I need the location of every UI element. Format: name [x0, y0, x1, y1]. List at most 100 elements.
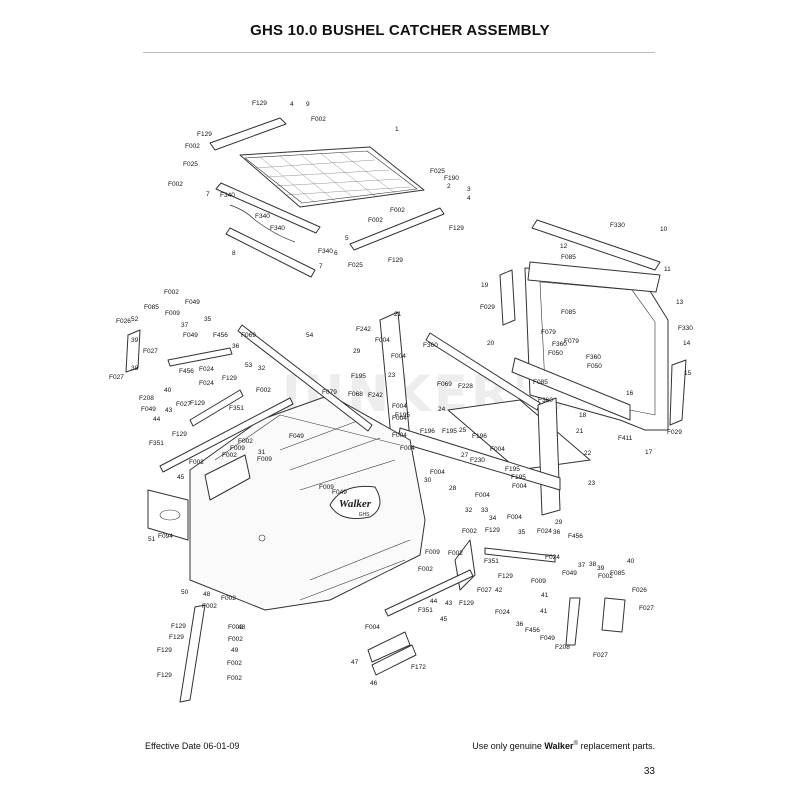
part-callout: F049 [562, 570, 577, 577]
notice-suffix: replacement parts. [577, 741, 655, 751]
rubber-flap [527, 261, 661, 293]
part-callout: F002 [222, 452, 237, 459]
part-callout: 12 [560, 243, 568, 250]
part-callout: 36 [232, 343, 240, 350]
part-callout: F129 [169, 634, 184, 641]
part-callout: F002 [221, 595, 236, 602]
part-callout: F330 [678, 325, 693, 332]
part-callout: 37 [181, 322, 189, 329]
part-callout: 28 [449, 485, 457, 492]
part-callout: 43 [165, 407, 173, 414]
part-callout: F027 [593, 652, 608, 659]
post-right [537, 397, 561, 516]
part-callout: 15 [684, 370, 692, 377]
part-callout: F027 [477, 587, 492, 594]
hood-body [189, 394, 426, 611]
part-callout: F002 [256, 387, 271, 394]
part-callout: F228 [458, 383, 473, 390]
part-callout: 44 [153, 416, 161, 423]
part-callout: 40 [164, 387, 172, 394]
part-callout: F002 [390, 207, 405, 214]
part-callout: 33 [481, 507, 489, 514]
part-callout: F069 [437, 381, 452, 388]
notice-brand: Walker [544, 741, 574, 751]
part-callout: F024 [495, 609, 510, 616]
part-callout: F340 [255, 213, 270, 220]
part-callout: F002 [238, 438, 253, 445]
part-callout: F004 [392, 432, 407, 439]
part-callout: F025 [183, 161, 198, 168]
latch-spring [229, 204, 296, 243]
left-bar [159, 397, 294, 473]
handle-bracket [367, 631, 417, 676]
part-callout: F024 [199, 380, 214, 387]
part-callout: 49 [231, 647, 239, 654]
screen-panel [239, 146, 425, 208]
part-callout: 1 [395, 126, 399, 133]
part-callout: F456 [179, 368, 194, 375]
part-callout: F002 [228, 624, 243, 631]
right-hinge-plate [601, 597, 626, 633]
part-callout: F049 [332, 489, 347, 496]
part-callout: F027 [176, 401, 191, 408]
part-callout: 23 [588, 480, 596, 487]
part-callout: F004 [392, 415, 407, 422]
part-callout: F129 [171, 623, 186, 630]
part-callout: F085 [561, 254, 576, 261]
part-callout: F196 [472, 433, 487, 440]
part-callout: F190 [444, 175, 459, 182]
part-callout: 44 [430, 598, 438, 605]
top-bracket-lower [215, 182, 321, 234]
part-callout: 9 [306, 101, 310, 108]
part-callout: F129 [157, 672, 172, 679]
part-callout: 29 [555, 519, 563, 526]
part-callout: 22 [584, 450, 592, 457]
part-callout: F085 [533, 379, 548, 386]
top-bracket-left [209, 117, 287, 151]
part-callout: 4 [467, 195, 471, 202]
part-callout: 31 [258, 449, 266, 456]
part-callout: F195 [505, 466, 520, 473]
part-callout: F049 [289, 433, 304, 440]
part-callout: F002 [164, 289, 179, 296]
part-callout: F026 [116, 318, 131, 325]
effective-date: Effective Date 06-01-09 [145, 741, 240, 751]
part-callout: F360 [552, 341, 567, 348]
part-callout: 51 [148, 536, 156, 543]
part-callout: 11 [664, 266, 671, 273]
part-callout: F002 [185, 143, 200, 150]
part-callout: F049 [183, 332, 198, 339]
part-callout: 52 [131, 316, 139, 323]
part-callout: F049 [185, 299, 200, 306]
part-callout: F027 [143, 348, 158, 355]
part-callout: F351 [484, 558, 499, 565]
part-callout: F094 [158, 533, 173, 540]
part-callout: F004 [392, 403, 407, 410]
part-callout: 45 [440, 616, 448, 623]
part-callout: 45 [177, 474, 185, 481]
part-callout: F079 [322, 389, 337, 396]
badge-brand: Walker [339, 498, 372, 510]
part-callout: 19 [481, 282, 489, 289]
deflector-strip [531, 219, 661, 271]
part-callout: F196 [420, 428, 435, 435]
part-callout: 50 [181, 589, 189, 596]
part-callout: F242 [356, 326, 371, 333]
part-callout: 38 [589, 561, 597, 568]
part-callout: 54 [306, 332, 314, 339]
part-callout: 32 [465, 507, 473, 514]
part-callout: F025 [348, 262, 363, 269]
part-callout: 10 [660, 226, 668, 233]
part-callout: F009 [257, 456, 272, 463]
part-callout: 29 [353, 348, 361, 355]
part-callout: 42 [495, 587, 503, 594]
part-callout: F129 [157, 647, 172, 654]
part-callout: F456 [568, 533, 583, 540]
part-callout: F025 [430, 168, 445, 175]
part-callout: 20 [487, 340, 495, 347]
part-callout: 39 [597, 565, 605, 572]
part-callout: F002 [311, 116, 326, 123]
part-callout: F049 [540, 635, 555, 642]
part-callout: 16 [626, 390, 634, 397]
